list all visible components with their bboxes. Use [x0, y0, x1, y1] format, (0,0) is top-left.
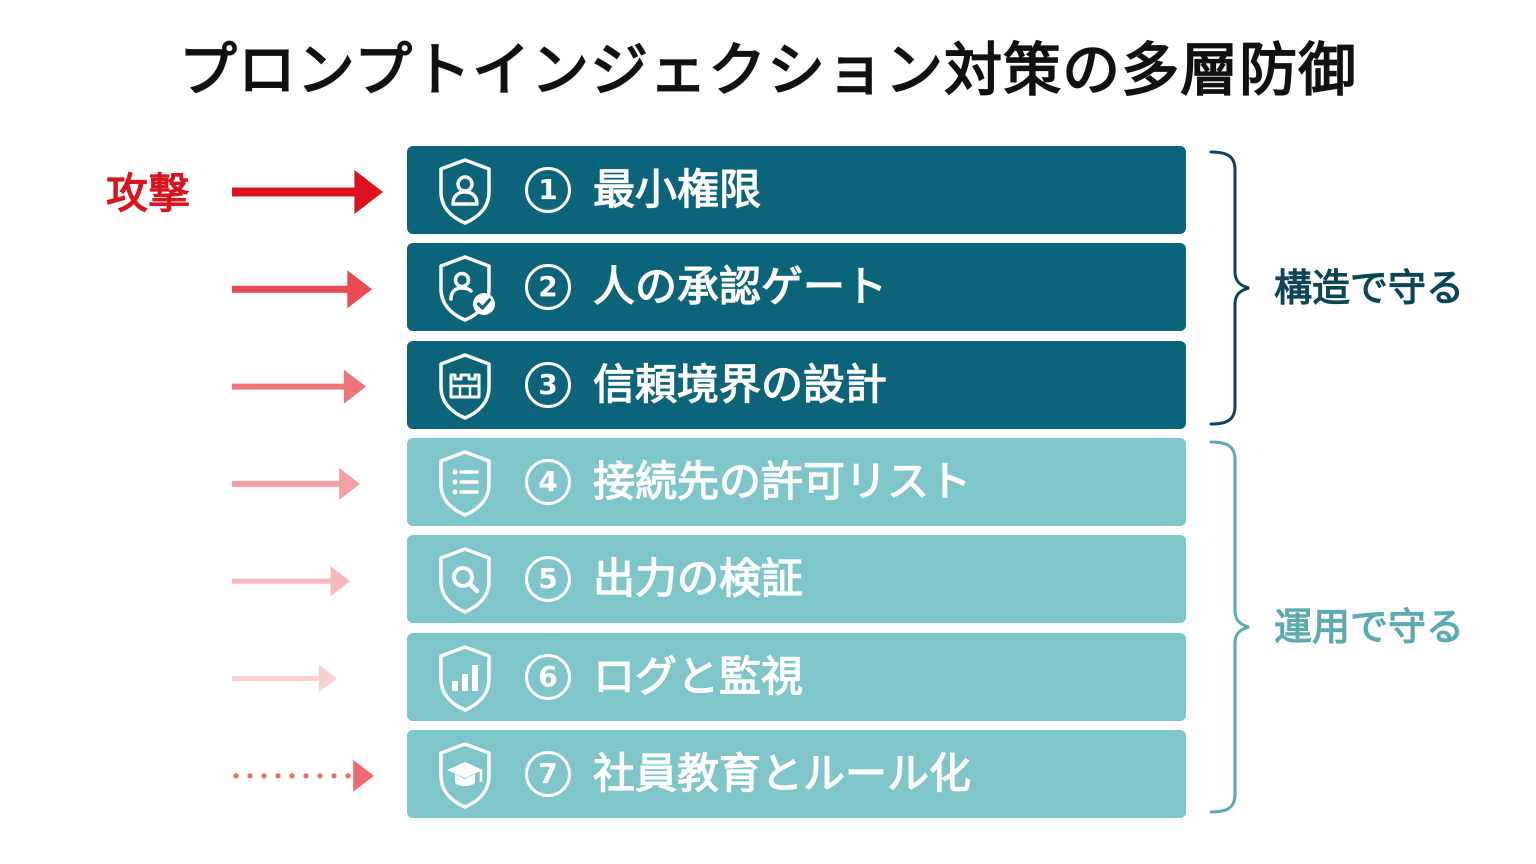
- layer-number: 6: [525, 653, 571, 700]
- layer-number: 3: [525, 361, 571, 408]
- attack-arrow-5: [232, 566, 350, 597]
- layer-label: 人の承認ゲート: [593, 262, 888, 312]
- group-label-operation: 運用で守る: [1274, 605, 1465, 649]
- graduation-cap-shield-icon: [435, 740, 495, 810]
- user-check-shield-icon: [435, 253, 495, 323]
- attack-arrow-3: [232, 369, 366, 404]
- layer-label: 社員教育とルール化: [593, 748, 972, 798]
- layer-1: 1 最小権限: [407, 146, 1186, 234]
- attack-arrow-7: [233, 759, 374, 792]
- attack-arrow-4: [232, 467, 360, 500]
- layer-number: 5: [525, 556, 571, 603]
- layer-number: 4: [525, 458, 571, 505]
- attack-arrows: [232, 170, 383, 792]
- structure-brace: [1209, 150, 1250, 426]
- layer-5: 5 出力の検証: [407, 535, 1186, 624]
- attack-arrow-1: [232, 170, 383, 214]
- layer-number: 7: [525, 750, 571, 797]
- group-label-structure: 構造で守る: [1274, 266, 1465, 310]
- wall-shield-icon: [435, 351, 495, 421]
- layer-6: 6 ログと監視: [407, 632, 1186, 721]
- layer-3: 3 信頼境界の設計: [407, 340, 1186, 429]
- layer-4: 4 接続先の許可リスト: [407, 437, 1186, 526]
- attack-arrow-2: [232, 270, 372, 309]
- bar-chart-shield-icon: [435, 643, 495, 713]
- layer-label: 接続先の許可リスト: [593, 456, 972, 506]
- list-shield-icon: [435, 448, 495, 518]
- layer-label: 最小権限: [593, 165, 762, 214]
- page-title: プロンプトインジェクション対策の多層防御: [178, 36, 1358, 104]
- user-shield-icon: [435, 156, 495, 226]
- operation-brace: [1209, 440, 1250, 814]
- layer-number: 1: [525, 167, 571, 213]
- attack-arrow-6: [232, 664, 337, 693]
- layer-number: 2: [525, 264, 571, 311]
- layer-7: 7 社員教育とルール化: [407, 729, 1186, 818]
- attack-label: 攻撃: [106, 169, 191, 218]
- layer-2: 2 人の承認ゲート: [407, 243, 1186, 332]
- layer-label: 出力の検証: [593, 554, 804, 604]
- layer-label: ログと監視: [593, 651, 804, 701]
- layer-label: 信頼境界の設計: [593, 359, 888, 409]
- magnifier-shield-icon: [435, 545, 495, 615]
